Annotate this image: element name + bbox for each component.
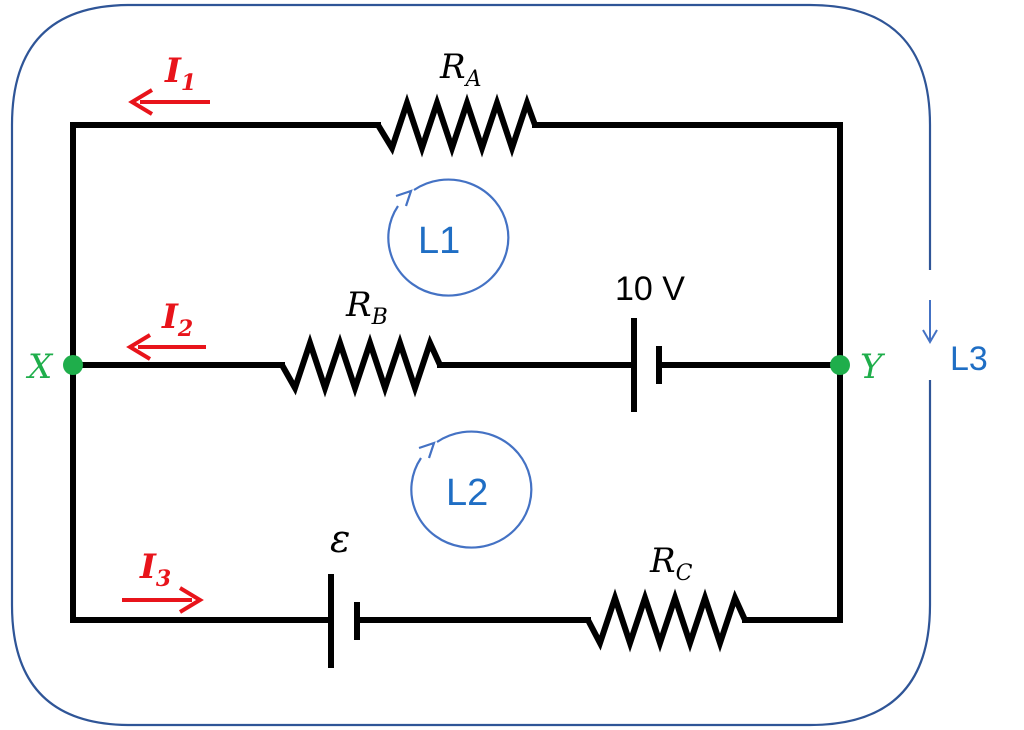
- bottom-branch: [70, 362, 843, 668]
- resistor-rc-label: RC: [649, 541, 693, 586]
- loop-l2-label: L2: [446, 472, 488, 514]
- resistor-rb-label: RB: [345, 285, 388, 330]
- current-i2-label: I2: [161, 297, 193, 342]
- current-i1-label: I1: [164, 51, 196, 96]
- battery-10v: [631, 318, 662, 412]
- resistor-rb: [279, 333, 443, 398]
- loop-l1-circle: [387, 178, 510, 297]
- loop-l2-circle: [410, 430, 533, 549]
- battery-emf: [328, 574, 360, 668]
- resistor-ra: [375, 93, 538, 158]
- resistor-rc: [585, 588, 748, 653]
- battery-emf-label: ε: [330, 517, 350, 561]
- battery-10v-label: 10 V: [615, 270, 685, 308]
- middle-branch: [70, 318, 843, 412]
- node-y: [830, 355, 850, 375]
- loop-l1-label: L1: [418, 220, 460, 262]
- top-branch: [70, 93, 843, 368]
- current-i1-arrow: [128, 88, 210, 116]
- current-i3-label: I3: [139, 547, 171, 592]
- node-y-label: Y: [860, 347, 886, 387]
- loop-l3-frame: [10, 3, 932, 727]
- node-x-label: X: [25, 347, 54, 387]
- loop-l3-arrow: [922, 300, 938, 344]
- current-i3-arrow: [122, 586, 204, 614]
- loop-l3-label: L3: [950, 340, 988, 378]
- node-x: [63, 355, 83, 375]
- current-i2-arrow: [126, 333, 206, 361]
- resistor-ra-label: RA: [439, 47, 482, 92]
